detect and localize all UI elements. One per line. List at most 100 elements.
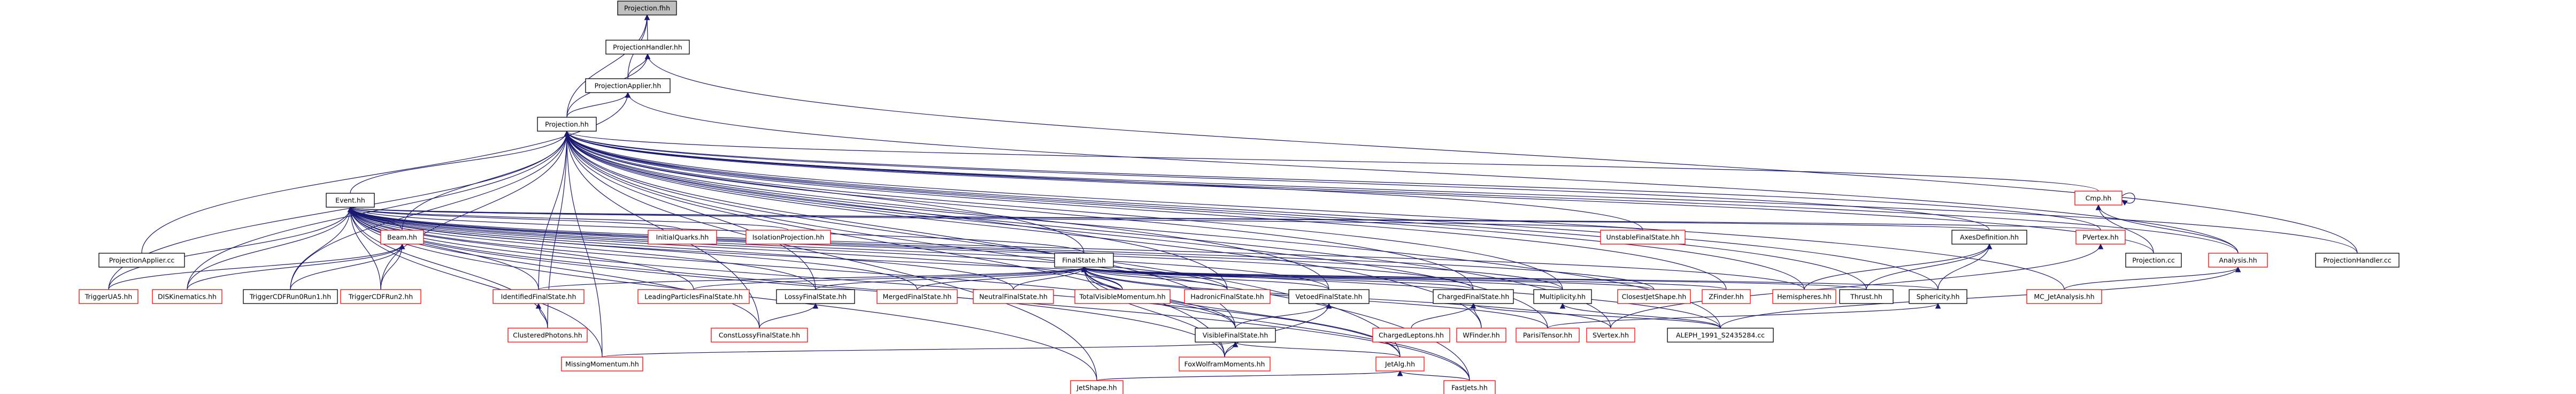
file-node-handler-hh[interactable]: ProjectionHandler.hh — [605, 40, 690, 55]
file-node-thrust-hh[interactable]: Thrust.hh — [1839, 289, 1894, 304]
include-arrow — [564, 130, 1474, 290]
node-box — [637, 289, 750, 304]
node-box — [2075, 230, 2126, 245]
node-label: SVertex.hh — [1593, 331, 1629, 339]
file-node-neutralfinalstate-hh[interactable]: NeutralFinalState.hh — [973, 289, 1054, 304]
include-arrow — [347, 206, 1563, 290]
file-node-mergedfinalstate-hh[interactable]: MergedFinalState.hh — [876, 289, 958, 304]
file-node-triggercdfrun2-hh[interactable]: TriggerCDFRun2.hh — [340, 289, 421, 304]
include-arrow — [1081, 266, 1474, 290]
file-node-triggerua5-hh[interactable]: TriggerUA5.hh — [79, 289, 139, 304]
file-node-identifiedfinalstate-hh[interactable]: IdentifiedFinalState.hh — [493, 289, 585, 304]
node-box — [1372, 328, 1450, 343]
include-arrow — [347, 206, 789, 231]
include-arrow — [564, 130, 1721, 329]
node-label: TriggerCDFRun0Run1.hh — [249, 293, 331, 301]
node-box — [98, 253, 185, 268]
file-node-hemispheres-hh[interactable]: Hemispheres.hh — [1772, 289, 1836, 304]
file-node-foxwolfram-hh[interactable]: FoxWolframMoments.hh — [1179, 357, 1271, 372]
node-label: FoxWolframMoments.hh — [1185, 360, 1265, 368]
node-label: Sphericity.hh — [1917, 293, 1960, 301]
include-arrow — [538, 130, 570, 290]
include-arrow — [347, 206, 603, 358]
node-label: ParisiTensor.hh — [1523, 331, 1572, 339]
node-label: IdentifiedFinalState.hh — [501, 293, 576, 301]
file-node-isolationprojection-hh[interactable]: IsolationProjection.hh — [745, 230, 831, 245]
node-box — [380, 230, 424, 245]
include-arrow — [1470, 302, 1721, 329]
file-node-handler-cc[interactable]: ProjectionHandler.cc — [2315, 253, 2400, 268]
file-node-wfinder-hh[interactable]: WFinder.hh — [1456, 328, 1506, 343]
file-node-totalvisiblemomentum-hh[interactable]: TotalVisibleMomentum.hh — [1074, 289, 1171, 304]
file-node-projection-hh[interactable]: Projection.hh — [537, 117, 597, 132]
file-node-triggercdfrun0run1-hh[interactable]: TriggerCDFRun0Run1.hh — [243, 289, 338, 304]
file-node-clusteredphotons-hh[interactable]: ClusteredPhotons.hh — [507, 328, 588, 343]
file-node-leadingparticles-hh[interactable]: LeadingParticlesFinalState.hh — [637, 289, 750, 304]
file-node-parisitensor-hh[interactable]: ParisiTensor.hh — [1516, 328, 1580, 343]
include-arrow — [564, 130, 1228, 290]
include-arrow — [564, 130, 1097, 381]
node-box — [1617, 289, 1691, 304]
node-box — [1600, 230, 1686, 245]
include-arrow — [380, 130, 570, 290]
file-node-visiblefinalstate-hh[interactable]: VisibleFinalState.hh — [1195, 328, 1276, 343]
file-node-axesdefinition-hh[interactable]: AxesDefinition.hh — [1951, 230, 2027, 245]
file-node-diskinematics-hh[interactable]: DISKinematics.hh — [152, 289, 222, 304]
file-node-constlossyfinalstate-hh[interactable]: ConstLossyFinalState.hh — [711, 328, 808, 343]
file-node-aleph-cc[interactable]: ALEPH_1991_S2435284.cc — [1667, 328, 1774, 343]
file-node-lossyfinalstate-hh[interactable]: LossyFinalState.hh — [776, 289, 855, 304]
file-node-chargedfinalstate-hh[interactable]: ChargedFinalState.hh — [1433, 289, 1514, 304]
node-box — [1195, 328, 1276, 343]
node-label: UnstableFinalState.hh — [1606, 233, 1680, 241]
file-node-root: Projection.fhh — [617, 1, 677, 16]
file-node-mc-jetanalysis-hh[interactable]: MC_JetAnalysis.hh — [2026, 289, 2102, 304]
file-node-jetshape-hh[interactable]: JetShape.hh — [1070, 380, 1124, 394]
include-arrow — [625, 92, 2239, 254]
include-arrow — [1470, 302, 1482, 329]
file-node-jetalg-hh[interactable]: JetAlg.hh — [1375, 357, 1425, 372]
include-arrow — [1610, 243, 2104, 329]
file-node-hadronicfinalstate-hh[interactable]: HadronicFinalState.hh — [1184, 289, 1271, 304]
include-arrow — [2095, 204, 2239, 254]
file-node-zfinder-hh[interactable]: ZFinder.hh — [1702, 289, 1751, 304]
file-node-cmp-hh[interactable]: Cmp.hh — [2074, 191, 2123, 206]
file-node-closestjetshape-hh[interactable]: ClosestJetShape.hh — [1617, 289, 1691, 304]
include-arrow — [564, 130, 2099, 192]
file-node-beam-hh[interactable]: Beam.hh — [380, 230, 424, 245]
file-node-sphericity-hh[interactable]: Sphericity.hh — [1909, 289, 1967, 304]
file-node-sthrenter-hh[interactable]: SVertex.hh — [1586, 328, 1635, 343]
file-node-finalstate-hh[interactable]: FinalState.hh — [1054, 253, 1114, 268]
include-arrow — [1224, 302, 1332, 358]
file-node-multiplicity-hh[interactable]: Multiplicity.hh — [1533, 289, 1592, 304]
node-box — [1179, 357, 1271, 372]
file-node-event-hh[interactable]: Event.hh — [326, 193, 375, 208]
file-node-projection-cc[interactable]: Projection.cc — [2125, 253, 2182, 268]
file-node-fastjets-hh[interactable]: FastJets.hh — [1443, 380, 1496, 394]
node-box — [973, 289, 1054, 304]
node-box — [1909, 289, 1967, 304]
file-node-missingmomentum-hh[interactable]: MissingMomentum.hh — [561, 357, 643, 372]
file-node-unstablefinalstate-hh[interactable]: UnstableFinalState.hh — [1600, 230, 1686, 245]
file-node-applier-hh[interactable]: ProjectionApplier.hh — [585, 78, 671, 93]
include-arrow — [566, 92, 631, 118]
include-arrow — [538, 266, 1087, 290]
file-node-analysis-hh[interactable]: Analysis.hh — [2208, 253, 2268, 268]
include-arrow — [1559, 302, 1721, 329]
node-box — [152, 289, 222, 304]
node-box — [1456, 328, 1506, 343]
node-label: MissingMomentum.hh — [565, 360, 639, 368]
node-box — [79, 289, 139, 304]
file-node-pvertex-hh[interactable]: PVertex.hh — [2075, 230, 2126, 245]
node-label: ProjectionHandler.hh — [613, 43, 682, 51]
include-arrow — [693, 266, 1087, 290]
file-node-vetoedfinalstate-hh[interactable]: VetoedFinalState.hh — [1288, 289, 1370, 304]
node-box — [507, 328, 588, 343]
node-label: FinalState.hh — [1062, 256, 1106, 264]
file-node-applier-cc[interactable]: ProjectionApplier.cc — [98, 253, 185, 268]
include-arrow — [347, 206, 1014, 290]
node-label: JetShape.hh — [1076, 384, 1117, 392]
include-arrow — [564, 130, 1611, 329]
file-node-chargedleptons-hh[interactable]: ChargedLeptons.hh — [1372, 328, 1450, 343]
file-node-initialquarks-hh[interactable]: InitialQuarks.hh — [648, 230, 717, 245]
node-box — [1433, 289, 1514, 304]
